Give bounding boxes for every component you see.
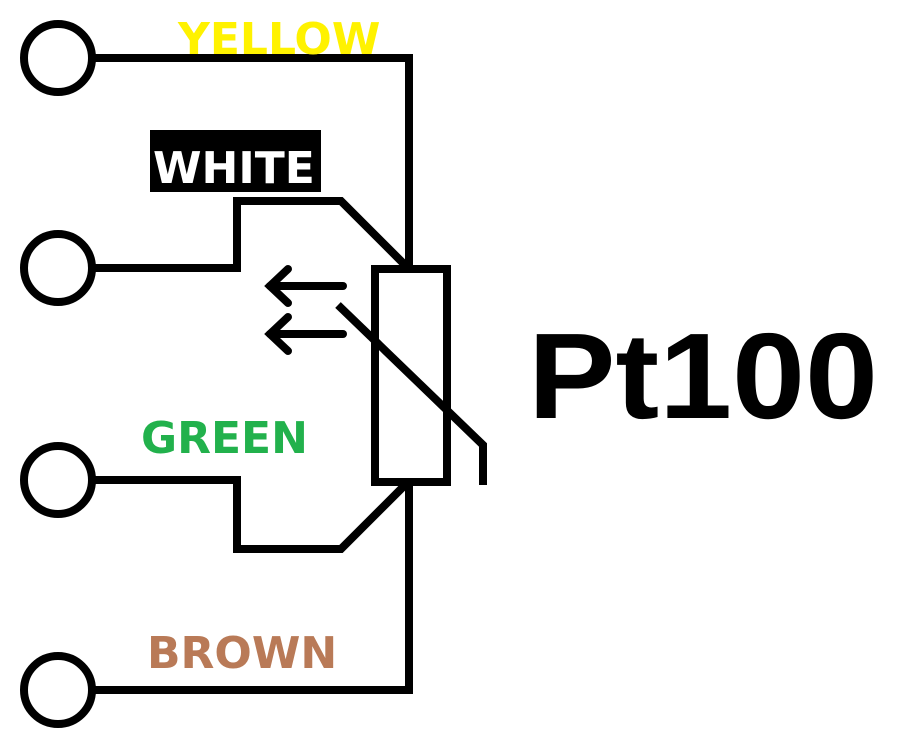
wire-yellow (92, 54, 413, 268)
resistor-body (371, 265, 451, 486)
wire-white (92, 197, 408, 272)
heat-arrows-icon (264, 265, 347, 355)
label-brown: BROWN (147, 628, 337, 679)
terminal-green (20, 442, 96, 518)
terminal-yellow (20, 20, 96, 96)
label-white-background (150, 130, 321, 192)
component-name: Pt100 (528, 308, 878, 444)
label-white: WHITE (153, 143, 315, 194)
label-green: GREEN (141, 413, 308, 464)
wire-green (92, 476, 408, 553)
temperature-slash (335, 302, 487, 485)
wire-brown (92, 485, 413, 694)
label-yellow: YELLOW (177, 14, 380, 65)
terminal-white (20, 230, 96, 306)
terminal-brown (20, 652, 96, 728)
